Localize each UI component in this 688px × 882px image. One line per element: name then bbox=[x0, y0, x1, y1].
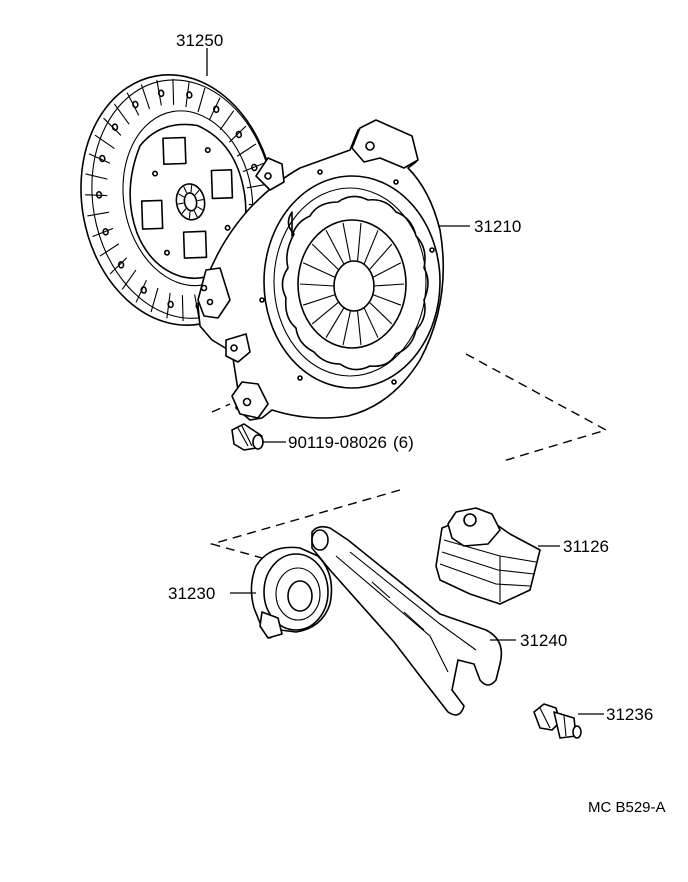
part-label-31250: 31250 bbox=[176, 31, 223, 50]
part-label-31240: 31240 bbox=[520, 631, 567, 650]
assembly-line-cover bbox=[465, 353, 608, 463]
part-label-31210: 31210 bbox=[474, 217, 521, 236]
assembly-line-bolt bbox=[211, 403, 231, 413]
release-bearing-icon bbox=[250, 546, 333, 639]
release-fork-boot-icon bbox=[435, 507, 541, 605]
part-label-31236: 31236 bbox=[606, 705, 653, 724]
assembly-line-bearing bbox=[209, 489, 401, 559]
part-label-31230: 31230 bbox=[168, 584, 215, 603]
clutch-cover-icon bbox=[197, 119, 445, 421]
diagram-reference-code: MC B529-A bbox=[588, 799, 666, 816]
part-label-bolt: 90119-08026(6) bbox=[288, 433, 414, 452]
bolt-quantity: (6) bbox=[393, 433, 414, 452]
part-label-31126: 31126 bbox=[563, 537, 609, 556]
bolt-icon bbox=[231, 423, 264, 451]
fork-support-bolt-icon bbox=[533, 703, 582, 739]
release-fork-icon bbox=[311, 525, 503, 716]
